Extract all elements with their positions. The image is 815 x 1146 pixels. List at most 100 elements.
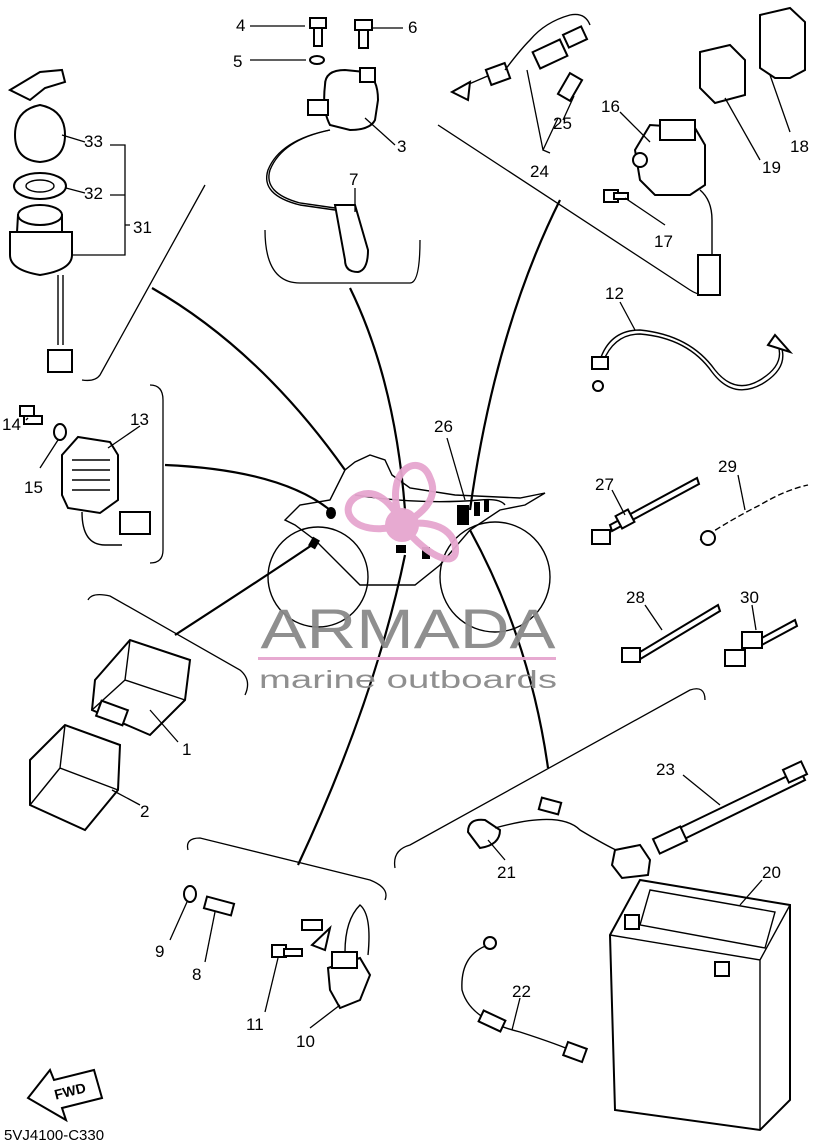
relay-cover-18 [759,6,806,79]
callout-24: 24 [530,162,549,181]
washer-5 [309,55,325,65]
wire-21-assembly [466,796,652,880]
callout-28: 28 [626,588,645,607]
bolt-4-shank [313,27,323,47]
callout-7: 7 [349,170,358,189]
lead-wire-terminal [766,333,794,355]
rubber-2 [29,723,122,832]
callout-33: 33 [84,132,103,151]
callout-8: 8 [192,965,201,984]
battery-assembly [461,878,791,1132]
callout-13: 13 [130,410,149,429]
leader-lines [25,25,791,1031]
callout-5: 5 [233,52,242,71]
lead-wire-12 [599,329,781,387]
spark-plug-cap-7 [333,204,370,274]
key-part [7,68,67,102]
wire-to-neutral-switch [297,554,407,866]
main-switch-assembly [7,68,73,373]
neutral-switch-8 [202,895,236,917]
fuse-connector-tip [449,80,472,102]
cdi-unit-assembly [29,638,192,832]
callout-29: 29 [718,457,737,476]
wire-21 [494,818,621,853]
rear-wheel-outline [439,521,551,633]
harness-wires [151,199,561,866]
rectifier-13 [61,435,119,515]
frame-silhouette [267,454,551,633]
harness-connector-d [396,545,406,553]
ring-nut-32 [13,172,67,200]
starter-relay-10 [326,956,372,1010]
washer-15 [53,423,67,441]
fuse-25 [556,71,584,103]
drawing-code: 5VJ4100-C330 [4,1127,105,1144]
callout-22: 22 [512,982,531,1001]
watermark-logo: ARMADA marine outboards [258,462,557,694]
callout-31: 31 [133,218,152,237]
callout-labels: 4 5 6 3 7 33 32 31 25 24 16 17 18 19 12 … [2,16,809,1051]
callout-26: 26 [434,417,453,436]
callout-10: 10 [296,1032,315,1051]
callout-4: 4 [236,16,245,35]
starter-terminal-a [310,925,332,952]
wire-to-battery [469,529,550,769]
harness-connector-c [484,500,489,512]
frame-cdi [87,594,249,696]
harness-connector-b [474,502,480,516]
frame-neutral-switch [186,837,387,901]
rectifier-connector [119,511,151,535]
frame-body-outline [283,454,546,586]
callout-23: 23 [656,760,675,779]
switch-assembly-bottom [183,885,372,1010]
watermark-tagline: marine outboards [259,666,557,694]
watermark-brand: ARMADA [261,597,557,660]
ignition-coil-3 [323,68,380,132]
callout-20: 20 [762,863,781,882]
bolt-14-head [19,405,35,417]
washer-9 [183,885,197,903]
propeller-icon [344,462,460,563]
front-wheel-outline [267,526,369,628]
callout-16: 16 [601,97,620,116]
hightension-lead [266,129,336,211]
callout-11: 11 [246,1015,264,1034]
callout-18: 18 [790,137,809,156]
ignition-coil-assembly [266,17,380,274]
bolt-6-head [354,19,373,31]
bands-and-clamps [591,476,809,667]
wire-to-cdi [174,544,313,636]
fwd-label: FWD [53,1079,88,1102]
cdi-unit-1 [90,638,192,737]
rectifier-assembly [19,405,151,546]
frame-ignition-coil [264,229,421,284]
band-30 [756,618,799,648]
callout-6: 6 [408,18,417,37]
harness-connector-g [326,507,336,519]
callout-27: 27 [595,475,614,494]
main-switch-connector [47,349,73,373]
relay-assembly [603,6,806,296]
battery-band-23 [663,768,807,847]
bolt-14-shank [23,415,43,425]
frame-rectifier [149,384,164,564]
callout-14: 14 [2,415,21,434]
wire-to-relay [468,199,561,511]
wire-to-main-switch [151,287,346,471]
band-29 [699,484,809,541]
callout-1: 1 [182,740,191,759]
callout-32: 32 [84,184,103,203]
callout-9: 9 [155,942,164,961]
wire-to-rectifier [164,463,331,511]
callout-12: 12 [605,284,624,303]
callout-15: 15 [24,478,43,497]
bolt-6-shank [358,29,369,49]
harness-connector-f [308,536,320,550]
bolt-4-head [309,17,327,29]
relay-connector [697,254,721,296]
callout-21: 21 [497,863,516,882]
fuse-holder-assembly [449,13,591,103]
callout-25: 25 [553,114,572,133]
